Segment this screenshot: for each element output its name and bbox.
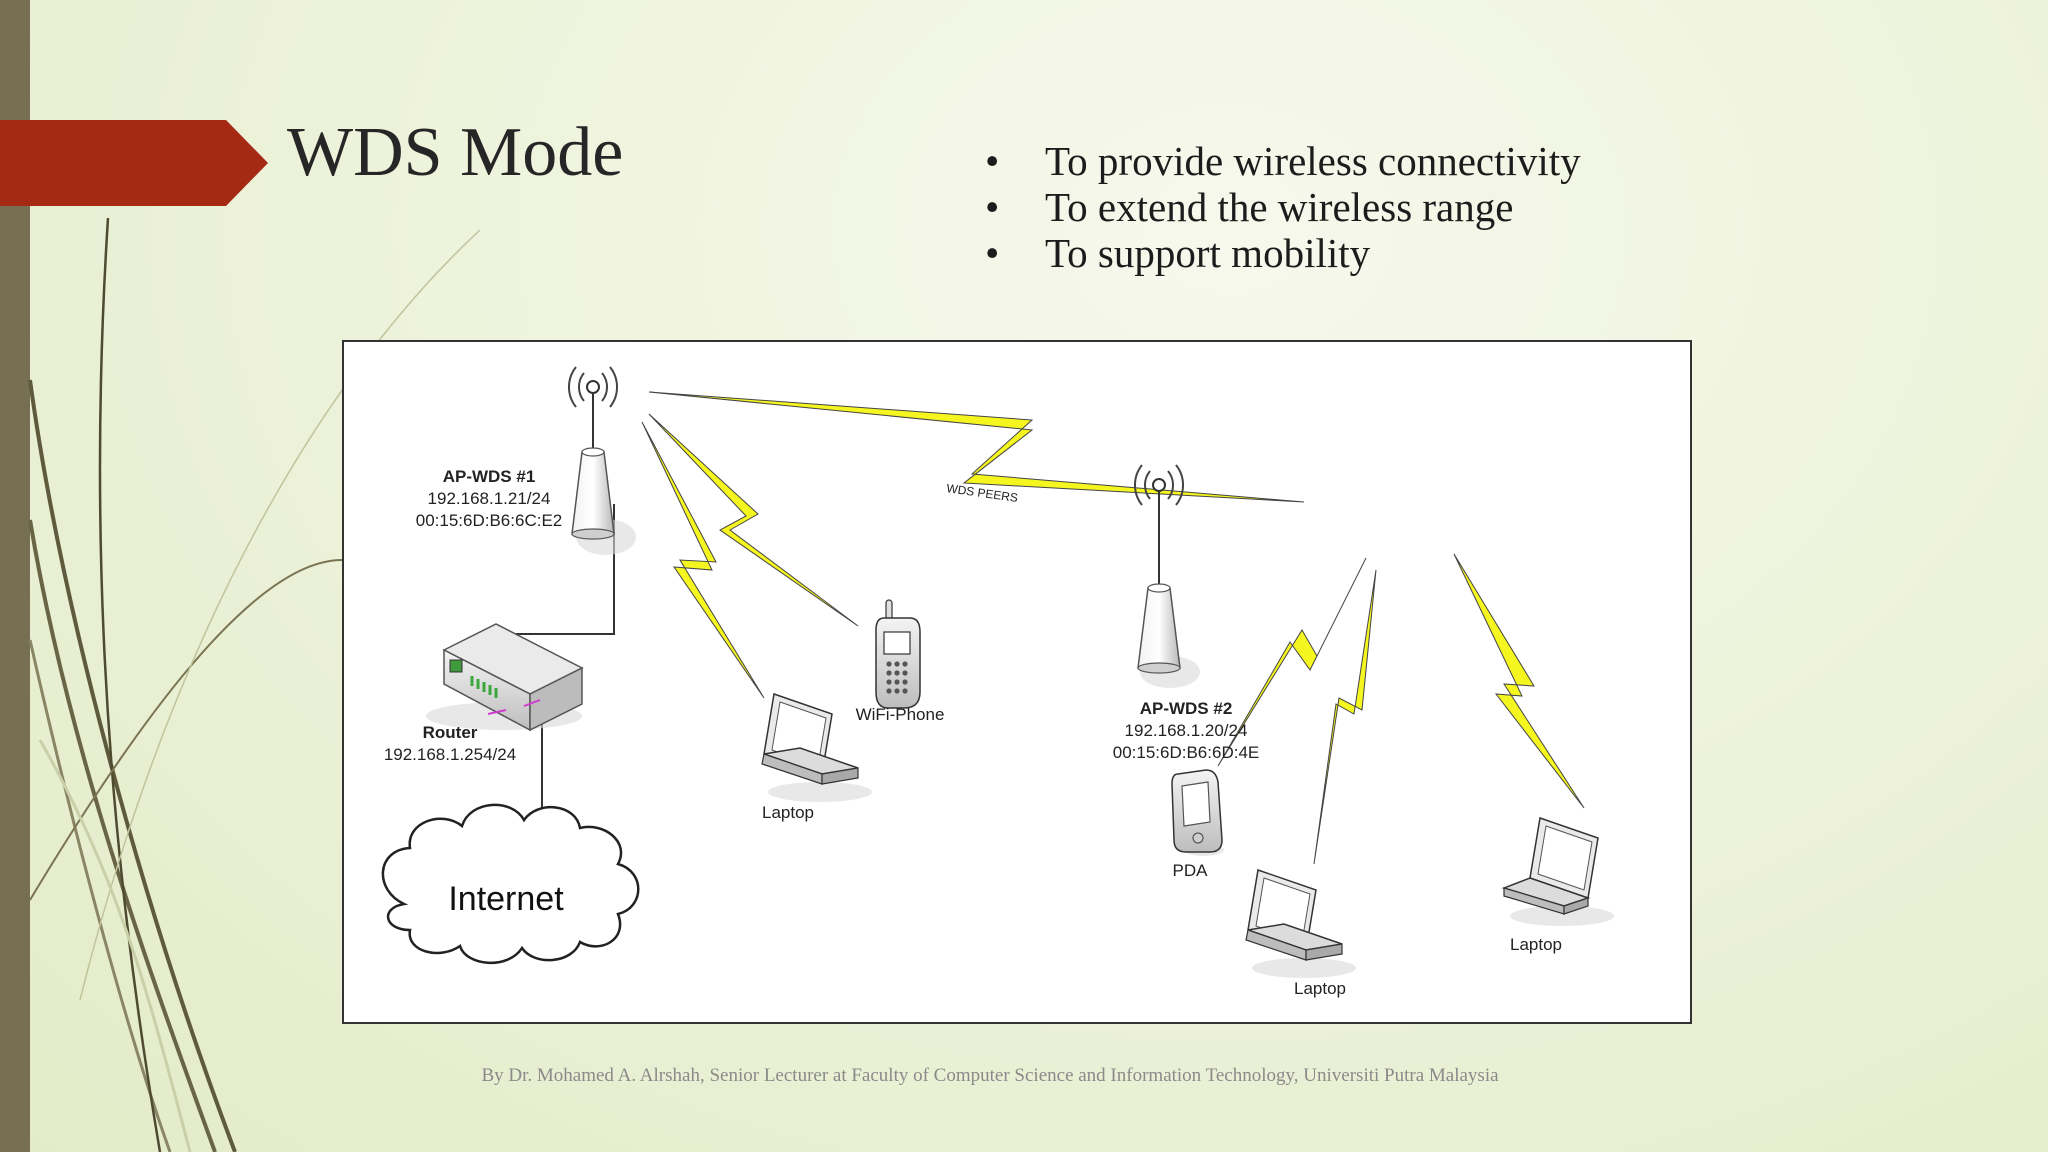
router-name: Router [423,723,478,742]
pda-device [1171,769,1224,856]
wireless-link-ap2-pda [1217,557,1367,767]
bullet-text: To provide wireless connectivity [1045,138,1581,184]
bullet-list: • To provide wireless connectivity • To ex… [985,138,1581,276]
title-arrow-shape [0,120,268,206]
ap1-mac: 00:15:6D:B6:6C:E2 [416,511,562,530]
bullet-item: • To support mobility [985,230,1581,276]
footer-text: By Dr. Mohamed A. Alrshah, Senior Lectur… [481,1065,1499,1086]
footer-credit: By Dr. Mohamed A. Alrshah, Senior Lectur… [0,1065,2048,1087]
router-device [426,623,584,732]
network-diagram-canvas: WDS PEERS AP-WDS #1 192.168.1.21/24 00:1… [381,366,1614,998]
laptop-label: Laptop [762,803,814,822]
wifi-phone-device [875,599,921,709]
network-diagram: WDS PEERS AP-WDS #1 192.168.1.21/24 00:1… [342,340,1692,1024]
decorative-curves [28,217,481,1152]
pda-label: PDA [1173,861,1209,880]
router-ip: 192.168.1.254/24 [384,745,516,764]
bullet-dot: • [985,138,1000,184]
ap1-name: AP-WDS #1 [443,467,536,486]
laptop-label: Laptop [1510,935,1562,954]
wireless-link-ap1-phone [648,413,859,627]
ap1-ip: 192.168.1.21/24 [428,489,551,508]
wireless-link-ap2-laptop-right [1453,553,1585,809]
laptop-icon [1501,817,1614,926]
laptop-icon [761,693,872,802]
bullet-item: • To extend the wireless range [985,184,1581,230]
bullet-text: To extend the wireless range [1045,184,1514,230]
ap2-mac: 00:15:6D:B6:6D:4E [1113,743,1259,762]
ap2-ip: 192.168.1.20/24 [1125,721,1248,740]
access-point-2 [1133,464,1200,688]
wireless-link-ap1-laptop [641,421,765,699]
access-point-1 [567,366,636,555]
bullet-dot: • [985,230,1000,276]
wifi-phone-label: WiFi-Phone [856,705,945,724]
bullet-item: • To provide wireless connectivity [985,138,1581,184]
ap2-name: AP-WDS #2 [1140,699,1233,718]
bullet-dot: • [985,184,1000,230]
wireless-link-ap2-laptop [1313,569,1377,865]
slide-title: WDS Mode [287,114,624,191]
internet-label: Internet [448,880,564,918]
laptop-icon [1245,869,1356,978]
wds-peers-link [648,391,1305,503]
internet-cloud [381,803,640,964]
laptop-label: Laptop [1294,979,1346,998]
bullet-text: To support mobility [1045,230,1371,276]
